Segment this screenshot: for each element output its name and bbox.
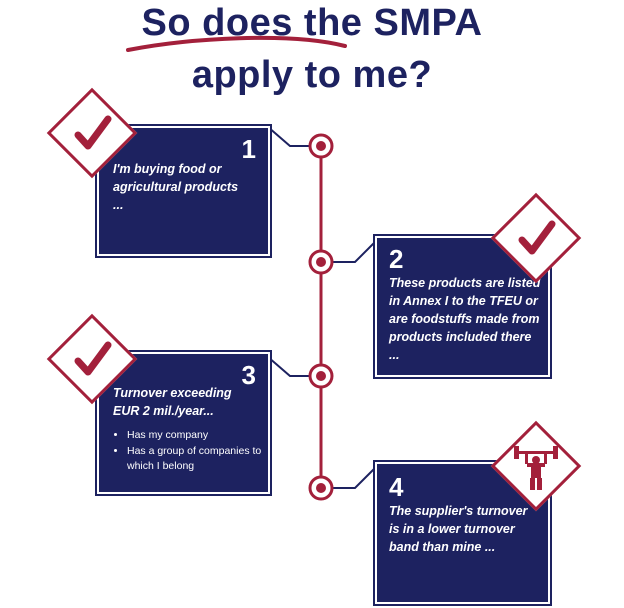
step-card-3: 3 Turnover exceeding EUR 2 mil./year... … — [101, 356, 266, 490]
step-number-3: 3 — [241, 360, 256, 390]
step-3-bullets: Has my company Has a group of companies … — [113, 428, 277, 475]
checkmark-icon — [508, 210, 564, 271]
step-text-4: The supplier's turnover is in a lower tu… — [389, 504, 528, 554]
connector-3 — [267, 356, 309, 377]
connector-2 — [333, 239, 378, 263]
step-number-4: 4 — [389, 472, 404, 502]
title-line-2: apply to me? — [191, 54, 433, 96]
title-line-1: So does the SMPA — [141, 2, 483, 44]
connector-1 — [267, 126, 309, 147]
bullet-item: Has a group of companies to which I belo… — [127, 444, 277, 474]
step-text-3: Turnover exceeding EUR 2 mil./year... — [113, 386, 232, 418]
connector-4 — [333, 465, 378, 489]
step-text-1: I'm buying food or agricultural products… — [113, 162, 239, 212]
step-text-2: These products are listed in Annex I to … — [389, 276, 541, 362]
step-number-2: 2 — [389, 244, 404, 274]
timeline-node-2 — [308, 249, 334, 275]
weightlifter-icon — [508, 438, 564, 499]
checkmark-icon — [64, 331, 120, 392]
checkmark-icon — [64, 105, 120, 166]
title-underline-swoosh — [126, 35, 347, 52]
timeline-node-1 — [308, 133, 334, 159]
step-number-1: 1 — [241, 134, 256, 164]
bullet-item: Has my company — [127, 428, 277, 443]
step-card-1: 1 I'm buying food or agricultural produc… — [101, 130, 266, 252]
timeline-node-4 — [308, 475, 334, 501]
timeline-node-3 — [308, 363, 334, 389]
